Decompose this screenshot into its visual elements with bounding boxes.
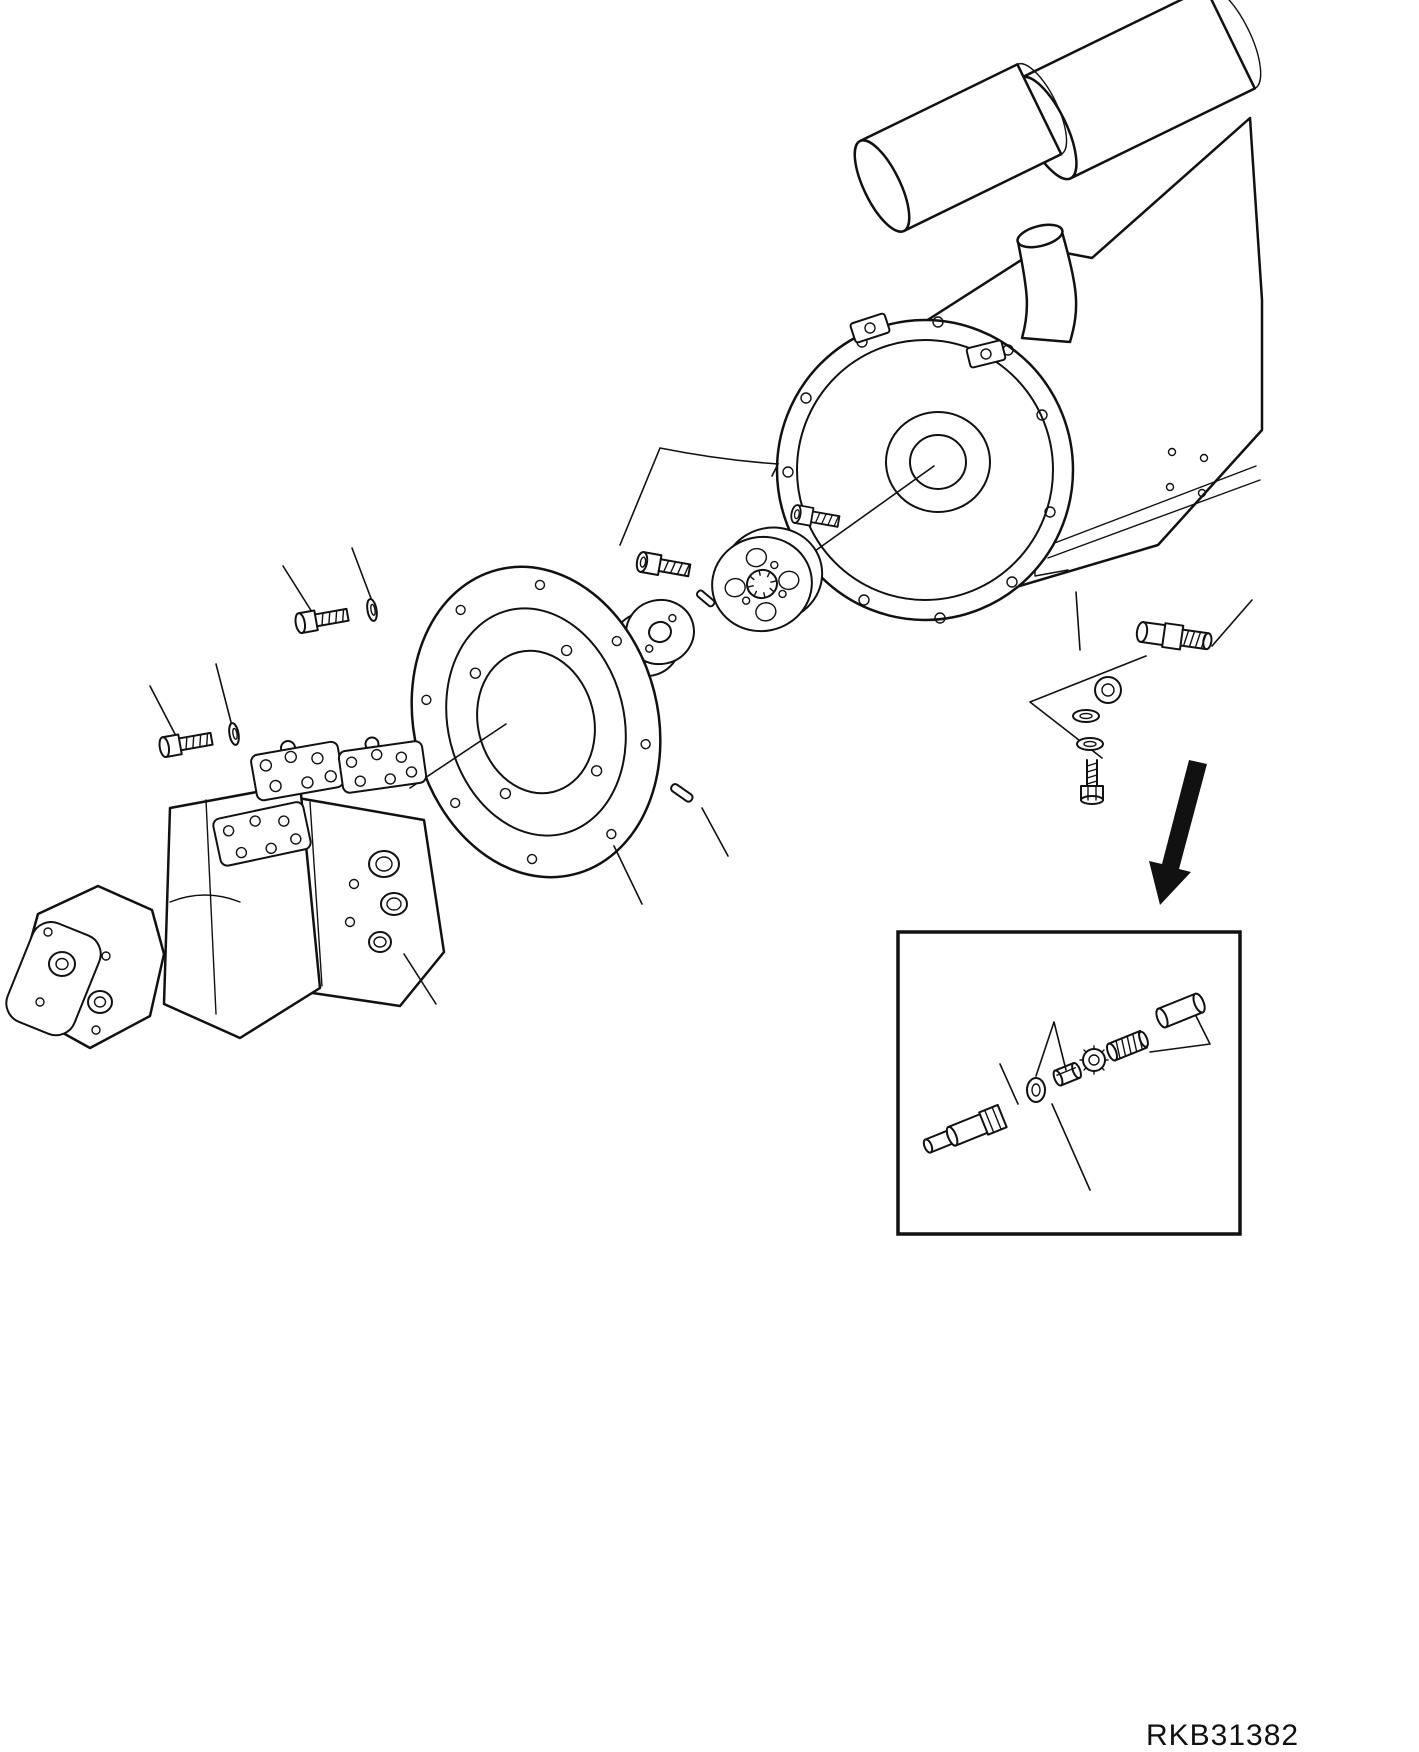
spacer-nut — [1052, 1061, 1082, 1087]
leader-washer — [215, 663, 233, 727]
coupling-disc — [711, 526, 824, 633]
threaded-fitting — [1105, 1029, 1149, 1062]
leader-bolt — [149, 685, 177, 737]
coupling-group — [611, 447, 841, 678]
flywheel-housing — [775, 312, 1075, 624]
sensor-plug — [922, 1103, 1008, 1154]
pump-valve-block — [250, 740, 345, 802]
pump-valve-block — [337, 740, 428, 794]
direction-arrow — [1149, 760, 1207, 905]
plate-rim-holes — [421, 579, 651, 865]
dowel-pin — [670, 783, 694, 803]
flywheel-bolt-holes — [782, 316, 1056, 624]
threaded-nipple — [1135, 621, 1213, 651]
housing-lug — [965, 339, 1007, 369]
dowel-pin — [695, 589, 716, 608]
detail-inset-box — [896, 930, 1242, 1236]
leader-inset-right-v — [1149, 1015, 1211, 1053]
leader-fitting-right — [1211, 599, 1253, 647]
gear-pump-section — [5, 884, 166, 1050]
pump-mounting-plate — [409, 565, 729, 905]
fuel-line-fitting-group — [1029, 599, 1253, 805]
coupling-bolt — [790, 504, 841, 528]
pump-port-holes — [344, 850, 408, 953]
air-cleaner-cylinder — [853, 63, 1068, 233]
leader-pump — [403, 953, 437, 1005]
hydraulic-pump-assembly — [5, 736, 446, 1050]
leader-washer — [351, 547, 373, 602]
spring-washer — [228, 722, 240, 746]
banjo-bolt — [1080, 759, 1104, 805]
exhaust-elbow-icon — [1016, 223, 1078, 344]
drawing-number: RKB31382 — [1146, 1719, 1299, 1752]
leader-inset-plug — [999, 1063, 1019, 1105]
leader-bolt — [282, 565, 313, 613]
pump-valve-block — [212, 801, 312, 867]
hex-bolt — [158, 731, 214, 759]
leader-pin — [701, 807, 729, 857]
housing-lug — [849, 312, 891, 344]
spring-washer — [366, 598, 378, 622]
mounting-bolt-group-lower — [149, 663, 240, 759]
engine-assembly — [775, 0, 1264, 651]
leader-inset-washer — [1051, 1103, 1091, 1191]
leader-housing-to-fitting — [1075, 591, 1081, 651]
coupling-bolt — [635, 551, 692, 578]
coupling-leader-bracket — [619, 447, 780, 546]
leader-housing-to-coupling — [807, 465, 935, 557]
hex-bolt — [294, 607, 350, 635]
plate-face-holes — [469, 644, 603, 800]
banjo-eye — [1094, 676, 1122, 704]
engine-face-holes — [1165, 447, 1209, 498]
toothed-washer — [1079, 1045, 1109, 1075]
sleeve — [1155, 992, 1206, 1029]
leader-inset-left-v — [1035, 1021, 1067, 1077]
mounting-bolt-group-upper — [282, 547, 378, 635]
leader-plate — [613, 845, 643, 905]
sealing-washer — [1072, 709, 1100, 723]
inset-washer — [1026, 1077, 1046, 1103]
sealing-washer — [1076, 737, 1104, 751]
inset-border — [896, 930, 1242, 1236]
